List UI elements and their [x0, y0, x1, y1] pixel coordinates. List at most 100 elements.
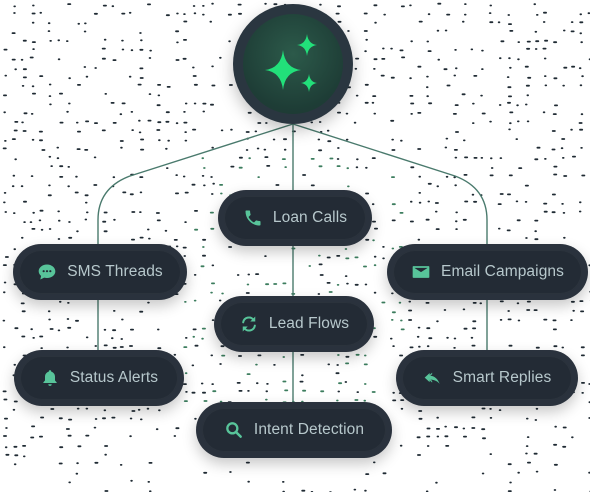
background-dot — [221, 354, 226, 357]
background-dot — [67, 434, 72, 437]
background-dot — [418, 410, 423, 412]
background-dot — [203, 184, 206, 187]
background-dot — [302, 389, 307, 392]
background-dot — [553, 173, 558, 176]
background-dot — [337, 20, 342, 23]
background-dot — [544, 39, 549, 42]
background-dot — [391, 176, 395, 178]
background-dot — [398, 301, 402, 304]
background-dot — [425, 218, 430, 221]
node-intent-detection[interactable]: Intent Detection — [196, 402, 392, 458]
background-dot — [380, 74, 385, 77]
background-dot — [48, 318, 51, 321]
background-dot — [193, 299, 197, 302]
background-dot — [49, 40, 52, 42]
background-dot — [416, 335, 420, 338]
background-dot — [347, 185, 350, 188]
background-dot — [119, 346, 124, 348]
background-dot — [238, 166, 243, 169]
background-dot — [382, 257, 385, 260]
background-dot — [68, 481, 71, 484]
background-dot — [373, 255, 377, 258]
background-dot — [3, 48, 8, 51]
background-dot — [23, 221, 26, 223]
background-dot — [128, 75, 132, 78]
background-dot — [202, 246, 205, 248]
node-smart-replies[interactable]: Smart Replies — [396, 350, 578, 406]
background-dot — [156, 129, 161, 131]
background-dot — [553, 345, 558, 348]
background-dot — [228, 40, 231, 43]
background-dot — [534, 238, 539, 241]
background-dot — [66, 346, 69, 349]
background-dot — [85, 407, 89, 410]
background-dot — [336, 165, 341, 167]
background-dot — [489, 408, 492, 410]
background-dot — [463, 435, 467, 438]
background-dot — [14, 68, 17, 71]
background-dot — [219, 363, 222, 365]
background-dot — [4, 446, 8, 449]
background-dot — [400, 319, 403, 322]
background-dot — [284, 389, 289, 392]
background-dot — [248, 157, 251, 160]
background-dot — [13, 463, 17, 466]
background-dot — [553, 443, 558, 446]
background-dot — [409, 346, 414, 349]
background-dot — [175, 59, 180, 61]
background-dot — [444, 29, 448, 32]
background-dot — [327, 363, 330, 366]
background-dot — [165, 14, 170, 17]
node-email-campaigns[interactable]: Email Campaigns — [387, 244, 588, 300]
background-dot — [417, 326, 421, 329]
background-dot — [129, 345, 133, 347]
background-dot — [68, 77, 71, 80]
background-dot — [436, 416, 439, 419]
background-dot — [102, 417, 106, 420]
background-dot — [508, 344, 513, 347]
background-dot — [570, 319, 573, 321]
node-lead-flows[interactable]: Lead Flows — [214, 296, 374, 352]
node-loan-calls[interactable]: Loan Calls — [218, 190, 372, 246]
background-dot — [310, 121, 313, 124]
background-dot — [527, 76, 532, 79]
background-dot — [175, 427, 180, 430]
background-dot — [202, 13, 205, 16]
background-dot — [155, 212, 160, 214]
node-sms-threads[interactable]: SMS Threads — [13, 244, 187, 300]
background-dot — [175, 245, 179, 248]
background-dot — [184, 191, 189, 194]
background-dot — [391, 311, 396, 314]
background-dot — [344, 381, 348, 383]
background-dot — [256, 382, 259, 385]
chat-bubble-icon — [37, 262, 57, 282]
background-dot — [426, 327, 431, 330]
background-dot — [110, 102, 115, 104]
background-dot — [193, 102, 197, 105]
background-dot — [183, 13, 186, 15]
background-dot — [130, 328, 134, 331]
background-dot — [570, 21, 574, 23]
background-dot — [581, 382, 585, 384]
background-dot — [418, 192, 421, 194]
background-dot — [32, 337, 35, 339]
background-dot — [66, 110, 69, 113]
node-status-alerts[interactable]: Status Alerts — [14, 350, 184, 406]
background-dot — [571, 65, 576, 68]
background-dot — [461, 93, 466, 96]
background-dot — [184, 301, 187, 303]
background-dot — [371, 157, 376, 159]
background-dot — [373, 461, 376, 464]
background-dot — [3, 398, 8, 401]
background-dot — [554, 425, 557, 428]
background-dot — [13, 5, 16, 8]
background-dot — [490, 167, 494, 169]
background-dot — [31, 12, 36, 15]
background-dot — [57, 58, 61, 61]
background-dot — [176, 41, 179, 44]
background-dot — [77, 445, 82, 448]
background-dot — [146, 407, 150, 410]
background-dot — [435, 210, 438, 213]
background-dot — [39, 139, 43, 142]
background-dot — [526, 436, 530, 438]
